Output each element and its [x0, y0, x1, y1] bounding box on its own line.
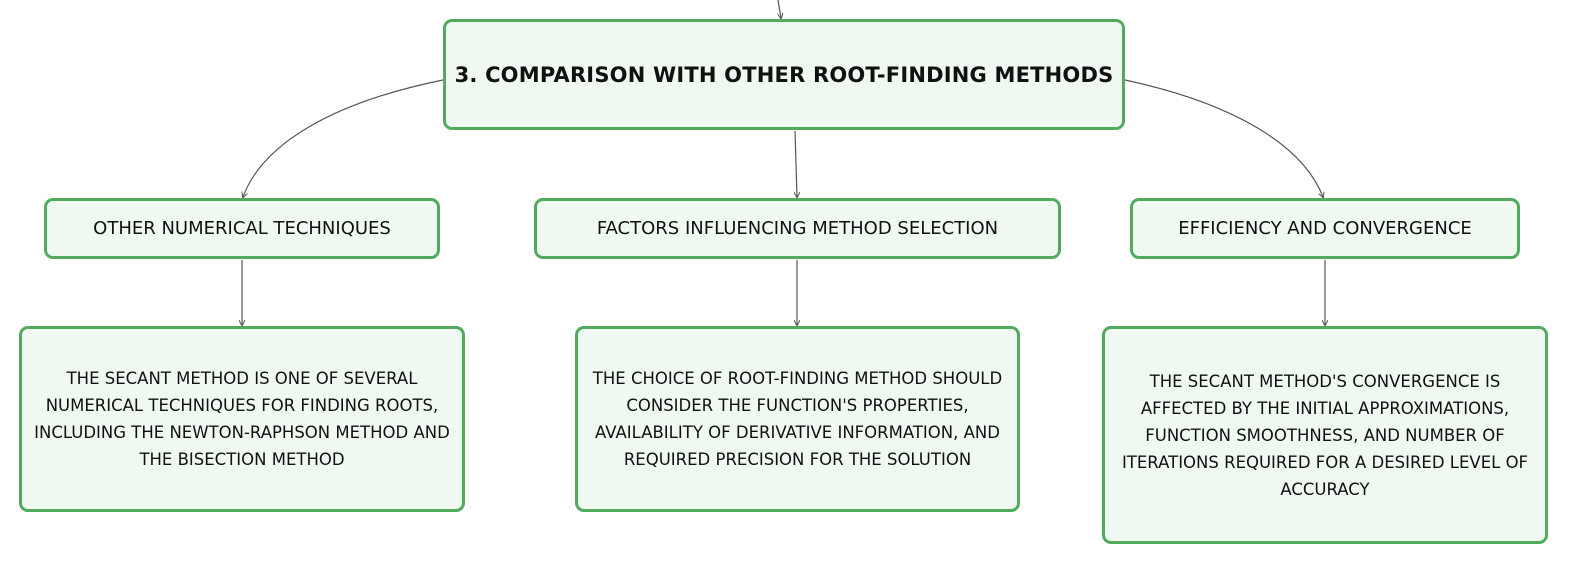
- root-node[interactable]: 3. COMPARISON WITH OTHER ROOT-FINDING ME…: [443, 19, 1125, 130]
- detail-node-text: THE CHOICE OF ROOT-FINDING METHOD SHOULD…: [592, 369, 1003, 469]
- branch-node-efficiency-and-convergence[interactable]: EFFICIENCY AND CONVERGENCE: [1130, 198, 1520, 259]
- branch-node-other-numerical-techniques[interactable]: OTHER NUMERICAL TECHNIQUES: [44, 198, 440, 259]
- branch-node-label: FACTORS INFLUENCING METHOD SELECTION: [596, 218, 999, 239]
- branch-node-label: OTHER NUMERICAL TECHNIQUES: [93, 218, 391, 239]
- root-node-label: 3. COMPARISON WITH OTHER ROOT-FINDING ME…: [454, 62, 1114, 87]
- detail-node-efficiency-and-convergence[interactable]: THE SECANT METHOD'S CONVERGENCE IS AFFEC…: [1102, 326, 1548, 544]
- branch-node-label: EFFICIENCY AND CONVERGENCE: [1178, 218, 1472, 239]
- branch-node-factors-influencing-method-selection[interactable]: FACTORS INFLUENCING METHOD SELECTION: [534, 198, 1061, 259]
- detail-node-text: THE SECANT METHOD IS ONE OF SEVERAL NUME…: [34, 369, 450, 469]
- detail-node-other-numerical-techniques[interactable]: THE SECANT METHOD IS ONE OF SEVERAL NUME…: [19, 326, 465, 512]
- detail-node-text: THE SECANT METHOD'S CONVERGENCE IS AFFEC…: [1121, 371, 1529, 499]
- detail-node-factors-influencing-method-selection[interactable]: THE CHOICE OF ROOT-FINDING METHOD SHOULD…: [575, 326, 1020, 512]
- connector-incoming-to-root: [778, 0, 781, 18]
- connector-root-to-efficiency: [1124, 79, 1323, 197]
- connector-root-to-factors: [795, 130, 797, 197]
- connector-root-to-other-techniques: [243, 79, 444, 197]
